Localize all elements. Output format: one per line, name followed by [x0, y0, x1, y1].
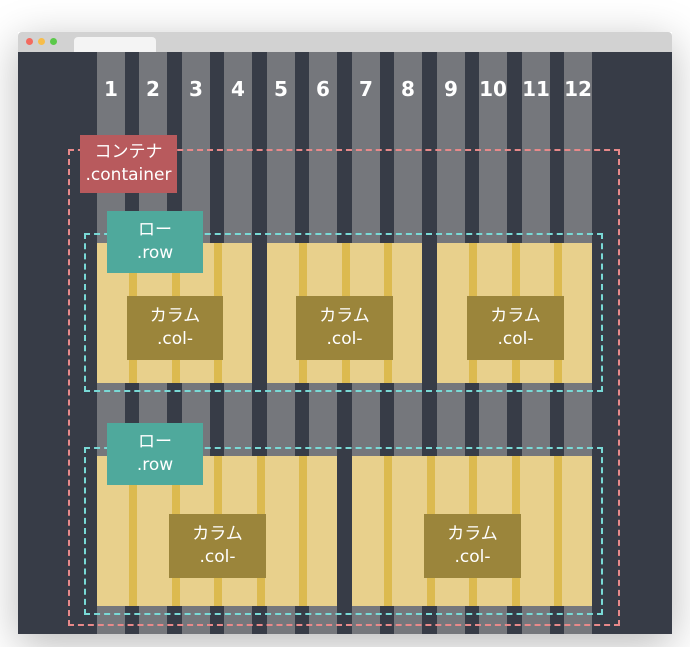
column-number: 8 [401, 77, 415, 101]
column-number: 3 [189, 77, 203, 101]
column-number: 6 [316, 77, 330, 101]
column-number: 9 [444, 77, 458, 101]
grid-canvas: 1 2 3 4 5 6 7 8 9 10 11 12 [18, 52, 672, 634]
browser-titlebar [18, 32, 672, 52]
row-label-jp: ロー [138, 432, 172, 452]
column-label: カラム .col- [296, 296, 393, 360]
column-label-class: .col- [497, 329, 534, 349]
column-label-class: .col- [326, 329, 363, 349]
browser-tab[interactable] [74, 37, 156, 52]
row-label-class: .row [136, 455, 174, 475]
row-label-class: .row [136, 243, 174, 263]
column-label: カラム .col- [127, 296, 223, 360]
container-label-class: .container [85, 165, 172, 185]
column-number: 1 [104, 77, 118, 101]
close-dot-icon[interactable] [26, 38, 33, 45]
row-label: ロー .row [107, 423, 203, 485]
column-label: カラム .col- [467, 296, 564, 360]
column-label-jp: カラム [490, 306, 541, 326]
minimize-dot-icon[interactable] [38, 38, 45, 45]
column-number: 12 [564, 77, 592, 101]
container-outline [68, 149, 620, 626]
column-number: 7 [359, 77, 373, 101]
column-number: 10 [479, 77, 507, 101]
container-label-jp: コンテナ [94, 142, 163, 162]
column-label-jp: カラム [319, 306, 370, 326]
column-number: 4 [231, 77, 245, 101]
column-number: 5 [274, 77, 288, 101]
column-label-class: .col- [199, 547, 236, 567]
browser-window: 1 2 3 4 5 6 7 8 9 10 11 12 [18, 32, 672, 634]
column-label: カラム .col- [169, 514, 266, 578]
column-label-class: .col- [454, 547, 491, 567]
column-number: 2 [146, 77, 160, 101]
row-label-jp: ロー [138, 220, 172, 240]
column-label: カラム .col- [424, 514, 521, 578]
column-label-class: .col- [156, 329, 193, 349]
row-label: ロー .row [107, 211, 203, 273]
column-number: 11 [522, 77, 550, 101]
column-label-jp: カラム [447, 524, 498, 544]
maximize-dot-icon[interactable] [50, 38, 57, 45]
column-label-jp: カラム [192, 524, 243, 544]
row-outline [84, 233, 603, 392]
container-label: コンテナ .container [80, 135, 177, 193]
column-label-jp: カラム [149, 306, 201, 326]
row-outline [84, 447, 603, 615]
